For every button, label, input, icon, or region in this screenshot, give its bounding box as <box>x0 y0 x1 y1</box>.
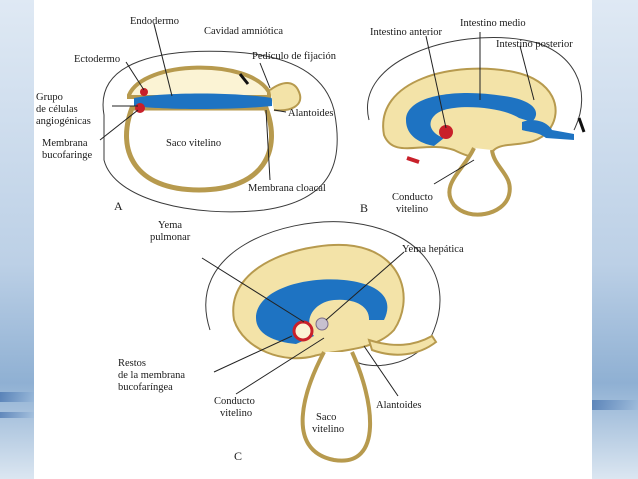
leader-line <box>325 251 405 321</box>
leader-line <box>153 23 173 97</box>
leader-line <box>265 109 271 181</box>
panel-c-allantois <box>367 334 438 356</box>
leader-line <box>273 109 287 113</box>
leader-line <box>433 159 475 185</box>
slide-background-right <box>592 0 638 479</box>
label-saco-c: Saco <box>316 412 336 423</box>
panel-a-outer-membrane <box>102 50 338 213</box>
panel-b-heart <box>439 125 453 139</box>
label-conducto-c: Conducto <box>214 396 255 407</box>
decorative-stripe <box>592 400 638 410</box>
panel-c-letter: C <box>234 449 242 463</box>
label-pulmonar: pulmonar <box>150 232 191 243</box>
panel-c-heart <box>292 320 314 342</box>
leader-line <box>201 257 305 323</box>
leader-line <box>425 35 447 129</box>
panel-a-letter: A <box>114 199 123 213</box>
panel-c-liver-bud <box>315 317 329 331</box>
slide-background-left <box>0 0 34 479</box>
label-bucofaringea: bucofaríngea <box>118 382 173 393</box>
label-conducto-b: Conducto <box>392 192 433 203</box>
label-vitelino-saco-c: vitelino <box>312 424 344 435</box>
label-membrana: Membrana <box>42 138 88 149</box>
panel-c-outer-membrane <box>205 221 441 366</box>
label-alantoides-c: Alantoides <box>376 400 422 411</box>
label-saco-vitelino-a: Saco vitelino <box>166 138 221 149</box>
panel-b-membrane-remnant <box>406 156 420 164</box>
panel-b-hindgut <box>522 120 574 140</box>
label-de-celulas: de células <box>36 104 78 115</box>
label-vitelino-b: vitelino <box>396 204 428 215</box>
label-membrana-cloacal: Membrana cloacal <box>248 183 326 194</box>
panel-a-arrow <box>238 73 250 85</box>
leader-line <box>259 62 271 89</box>
label-cavidad-amniotica: Cavidad amniótica <box>204 26 283 37</box>
label-de-la-membrana: de la membrana <box>118 370 185 381</box>
label-intestino-medio: Intestino medio <box>460 18 526 29</box>
panel-a-drawing <box>99 23 338 213</box>
label-endodermo: Endodermo <box>130 16 179 27</box>
label-intestino-posterior: Intestino posterior <box>496 39 573 50</box>
label-yema: Yema <box>158 220 182 231</box>
label-angiogenicas: angiogénicas <box>36 116 91 127</box>
label-pediculo-fijacion: Pedículo de fijación <box>252 51 337 62</box>
leader-line <box>235 337 325 395</box>
panel-b-arrow <box>577 117 586 133</box>
leader-line <box>363 345 399 397</box>
label-alantoides-a: Alantoides <box>288 108 334 119</box>
panel-a-connecting-stalk <box>269 82 302 112</box>
panel-c-yolk-sac <box>300 351 372 463</box>
panel-c-drawing <box>201 221 441 463</box>
embryo-folding-diagram: Endodermo Cavidad amniótica Ectodermo Pe… <box>36 16 586 463</box>
diagram-panel: Endodermo Cavidad amniótica Ectodermo Pe… <box>34 0 592 479</box>
label-grupo: Grupo <box>36 92 63 103</box>
panel-a-amniotic-cavity <box>127 65 271 99</box>
panel-b-outer-membrane <box>367 37 583 131</box>
panel-b-primitive-gut <box>406 93 537 146</box>
panel-a-endoderm <box>134 93 272 109</box>
label-vitelino-c: vitelino <box>220 408 252 419</box>
leader-line <box>213 335 293 373</box>
leader-line <box>99 109 139 141</box>
leader-line <box>519 45 535 101</box>
label-yema-hepatica: Yema hepática <box>402 244 464 255</box>
decorative-stripe <box>0 392 34 402</box>
panel-a-yolk-sac <box>124 105 274 193</box>
label-bucofaringe: bucofaringe <box>42 150 92 161</box>
panel-b-yolk-stalk <box>447 147 512 217</box>
decorative-stripe <box>0 412 34 418</box>
panel-b-letter: B <box>360 201 368 215</box>
leader-line <box>125 61 145 91</box>
label-intestino-anterior: Intestino anterior <box>370 27 443 38</box>
panel-a-angiogenic-cells <box>140 88 148 96</box>
label-ectodermo: Ectodermo <box>74 54 120 65</box>
panel-b-drawing <box>367 32 586 217</box>
label-restos: Restos <box>118 358 146 369</box>
